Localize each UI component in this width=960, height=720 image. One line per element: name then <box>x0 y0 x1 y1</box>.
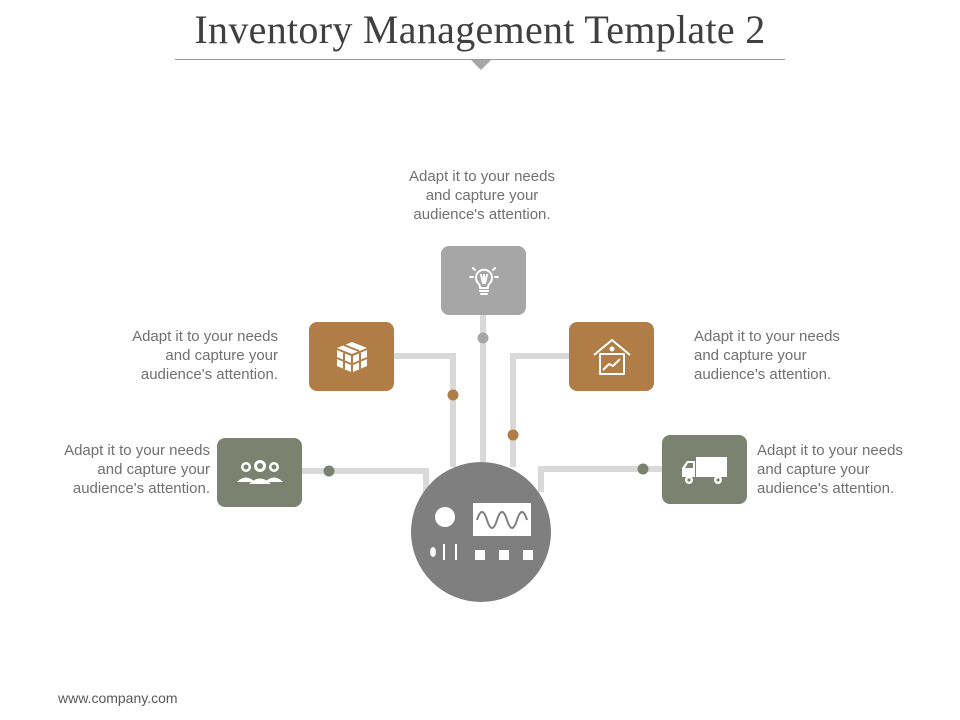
connector-dot-upper-right <box>507 429 519 441</box>
node-lower-left-text: Adapt it to your needs and capture your … <box>64 442 210 497</box>
connector-dot-lower-right <box>637 463 649 475</box>
connector-dot-lower-left <box>323 465 335 477</box>
node-lower-left-box <box>217 438 302 507</box>
node-lower-right-text: Adapt it to your needs and capture your … <box>757 442 903 497</box>
people-group-icon <box>236 459 283 484</box>
connector-dot-upper-left <box>447 389 459 401</box>
footer-url: www.company.com <box>58 690 178 706</box>
node-upper-right-box <box>569 322 654 391</box>
box-package-icon <box>336 341 367 372</box>
node-lower-right-box <box>662 435 747 504</box>
connector-upper-right <box>510 353 569 467</box>
node-upper-left-text: Adapt it to your needs and capture your … <box>132 328 278 383</box>
node-top-box <box>441 246 526 315</box>
connector-lower-left <box>302 468 429 492</box>
lightbulb-icon <box>468 266 499 295</box>
connector-upper-left <box>394 353 456 467</box>
node-upper-left-box <box>309 322 394 391</box>
page-title: Inventory Management Template 2 <box>194 7 766 52</box>
title-divider <box>175 59 785 60</box>
node-upper-right-text: Adapt it to your needs and capture your … <box>694 328 840 383</box>
control-panel-icon <box>430 503 533 560</box>
title-pointer-triangle <box>471 60 491 70</box>
warehouse-chart-icon <box>592 338 631 375</box>
delivery-truck-icon <box>681 456 727 484</box>
central-hub <box>411 462 551 602</box>
connector-lower-right <box>538 466 662 492</box>
node-top-text: Adapt it to your needs and capture your … <box>409 168 555 223</box>
connector-dot-top <box>477 332 489 344</box>
